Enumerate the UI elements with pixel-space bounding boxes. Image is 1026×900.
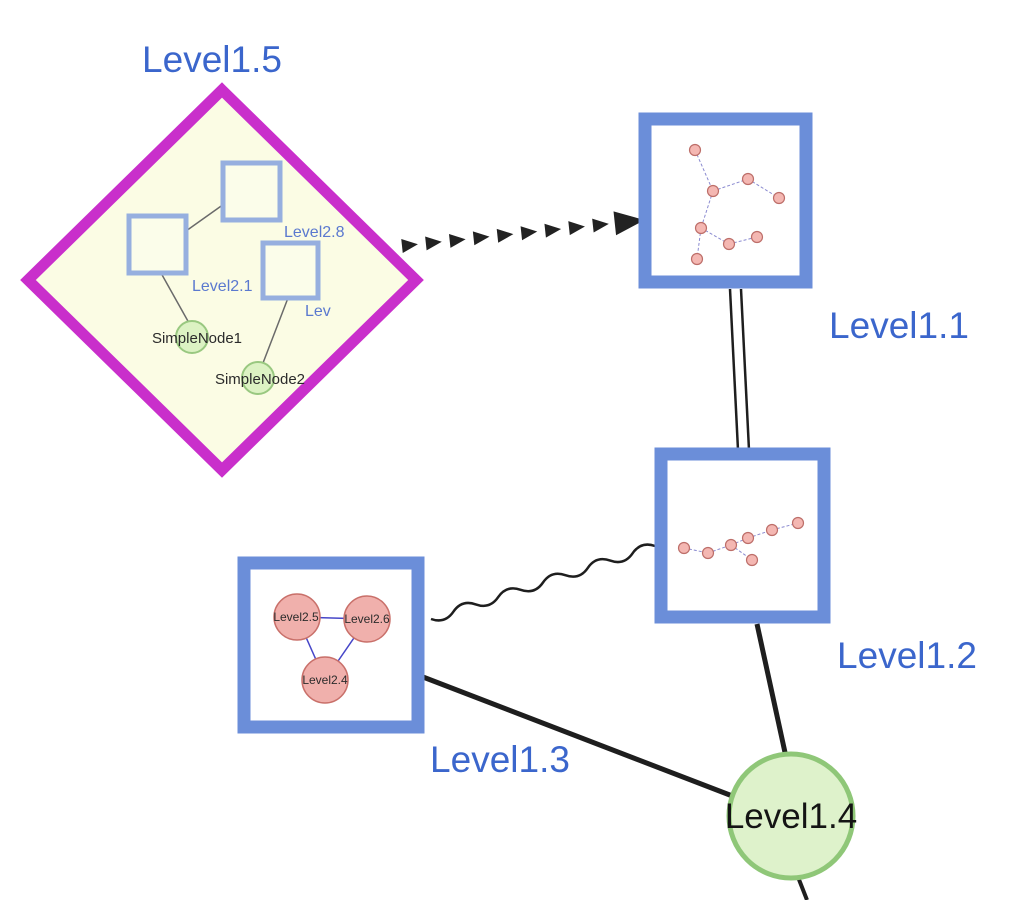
square-node-level2-1[interactable] bbox=[126, 213, 189, 276]
arrow-dash-segment bbox=[401, 239, 418, 253]
arrow-dash-segment bbox=[544, 223, 562, 238]
circle-node-simple-node1[interactable] bbox=[175, 320, 209, 354]
arrow-dash-segment bbox=[568, 221, 585, 236]
simple-node1-label: SimpleNode1 bbox=[152, 330, 242, 347]
square-node-level2-8[interactable] bbox=[220, 160, 283, 223]
mini-edge bbox=[700, 190, 714, 229]
node-level1-1: Level1.1 bbox=[638, 112, 969, 346]
level1-5-diamond-shape[interactable] bbox=[20, 82, 424, 478]
mini-node bbox=[688, 143, 702, 157]
level1-4-label: Level1.4 bbox=[725, 797, 857, 836]
edge-level1-3-to-level1-2[interactable] bbox=[430, 543, 656, 622]
circle-node-level2-5[interactable] bbox=[273, 593, 321, 641]
simple-node2-label: SimpleNode2 bbox=[215, 371, 305, 388]
mini-edge bbox=[712, 178, 749, 192]
circle-node-level2-4[interactable] bbox=[301, 656, 349, 704]
edge-level1-4-down[interactable] bbox=[796, 876, 809, 900]
level2-4-label: Level2.4 bbox=[302, 673, 348, 687]
edge-level1-5-to-level1-1[interactable] bbox=[401, 208, 646, 258]
inner-edge bbox=[262, 297, 289, 364]
level1-1-label: Level1.1 bbox=[829, 305, 969, 346]
level2-5-label: Level2.5 bbox=[273, 610, 319, 624]
mini-node bbox=[741, 531, 755, 545]
node-level1-3: Level2.5 Level2.6 Level2.4 Level1.3 bbox=[237, 556, 570, 780]
mini-node bbox=[722, 237, 736, 251]
mini-node bbox=[724, 538, 738, 552]
circle-node-simple-node2[interactable] bbox=[241, 361, 275, 395]
level1-2-box[interactable] bbox=[654, 447, 831, 624]
arrow-dash-segment bbox=[496, 228, 514, 243]
circle-node-level2-6[interactable] bbox=[343, 595, 391, 643]
arrow-dash-segment bbox=[425, 236, 442, 251]
inner-edge bbox=[185, 203, 225, 232]
lev-label: Lev bbox=[305, 303, 331, 320]
group-node-level1-5: Level1.5 Level2.8 Level2.1 Lev SimpleNod… bbox=[20, 39, 424, 478]
mini-node bbox=[706, 184, 720, 198]
level1-3-label: Level1.3 bbox=[430, 739, 570, 780]
arrowhead-icon bbox=[613, 211, 645, 236]
level1-5-label: Level1.5 bbox=[142, 39, 282, 80]
arrow-dash-segment bbox=[592, 218, 609, 233]
mini-node bbox=[701, 546, 715, 560]
mini-node bbox=[690, 252, 704, 266]
level1-2-label: Level1.2 bbox=[837, 635, 977, 676]
mini-node bbox=[772, 191, 786, 205]
mini-node bbox=[694, 221, 708, 235]
node-level1-2: Level1.2 bbox=[654, 447, 977, 676]
edge-level1-3-to-level1-4[interactable] bbox=[422, 674, 736, 800]
arrow-dash-segment bbox=[448, 233, 466, 248]
edge-level1-1-to-level1-2[interactable] bbox=[728, 288, 751, 451]
level1-3-thumbnail: Level2.5 Level2.6 Level2.4 bbox=[273, 593, 391, 704]
double-line-right bbox=[739, 288, 751, 451]
inner-edge bbox=[160, 272, 190, 324]
square-node-lev[interactable] bbox=[260, 240, 321, 301]
mini-node bbox=[677, 541, 691, 555]
level1-4-circle[interactable] bbox=[726, 751, 856, 881]
level2-6-label: Level2.6 bbox=[344, 612, 390, 626]
level1-1-thumbnail bbox=[688, 143, 786, 266]
double-line-left bbox=[728, 288, 740, 451]
mini-node bbox=[745, 553, 759, 567]
mini-edge bbox=[694, 149, 714, 192]
level2-8-label: Level2.8 bbox=[284, 224, 345, 241]
mini-node bbox=[791, 516, 805, 530]
mini-node bbox=[765, 523, 779, 537]
mini-node bbox=[741, 172, 755, 186]
node-level1-4: Level1.4 bbox=[725, 751, 857, 881]
edges-layer bbox=[401, 208, 809, 900]
edge-level1-2-to-level1-4[interactable] bbox=[754, 623, 789, 758]
arrow-dash-segment bbox=[472, 231, 490, 246]
level1-2-thumbnail bbox=[677, 516, 805, 567]
arrow-dash-segment bbox=[520, 226, 538, 241]
mini-node bbox=[750, 230, 764, 244]
level2-1-label: Level2.1 bbox=[192, 278, 253, 295]
